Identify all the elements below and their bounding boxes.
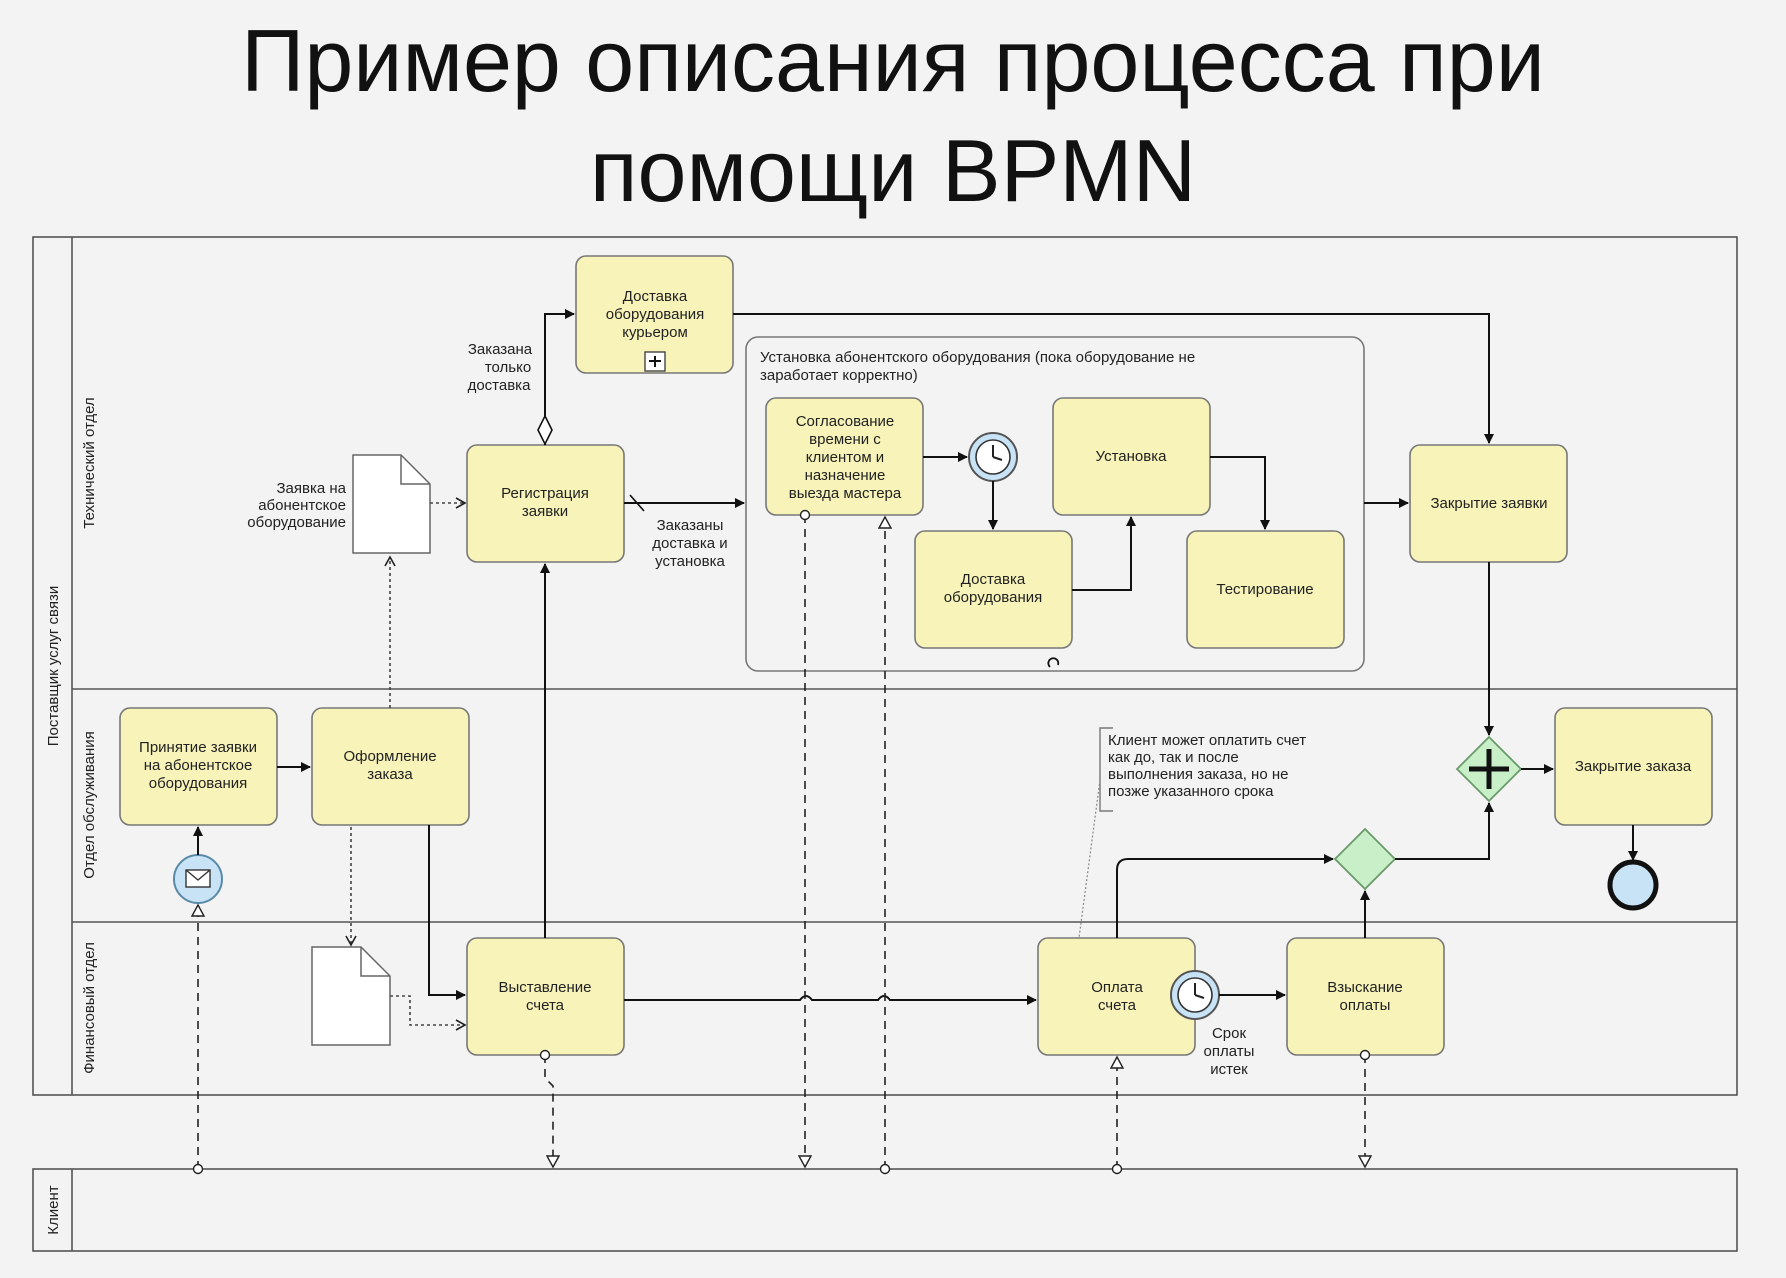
label-deadline-1: Срок [1212,1025,1247,1042]
annotation-line-3: выполнения заказа, но не [1108,766,1288,783]
svg-text:Оформление: Оформление [343,748,436,765]
task-agree[interactable]: Согласование времени с клиентом и назнач… [765,397,924,516]
svg-text:Закрытие заказа: Закрытие заказа [1575,758,1692,775]
doc-label-line-1: Заявка на [276,480,346,497]
label-deadline-2: оплаты [1204,1043,1255,1060]
svg-text:выезда мастера: выезда мастера [789,485,902,502]
doc-label-line-2: абонентское [258,497,346,514]
annotation-line-1: Клиент может оплатить счет [1108,732,1306,749]
task-install[interactable]: Установка [1052,397,1211,516]
svg-text:оборудования: оборудования [944,589,1042,606]
task-accept[interactable]: Принятие заявки на абонентское оборудова… [119,707,278,826]
svg-text:курьером: курьером [622,324,688,341]
label-delivery-install-1: Заказаны [657,517,724,534]
end-event-icon[interactable] [1607,859,1659,911]
svg-text:Регистрация: Регистрация [501,485,589,502]
lane-finance-label: Финансовый отдел [81,942,98,1074]
page-title: Пример описания процесса при помощи BPMN [0,6,1786,226]
subprocess-label-line-1: Установка абонентского оборудования (пок… [760,349,1195,366]
label-deadline-3: истек [1210,1061,1248,1078]
annotation-line-4: позже указанного срока [1108,783,1274,800]
lane-service-label: Отдел обслуживания [81,731,98,879]
document-icon [352,454,431,554]
svg-text:оборудования: оборудования [606,306,704,323]
subprocess-plus-icon [644,351,666,372]
svg-text:оборудования: оборудования [149,775,247,792]
svg-text:Взыскание: Взыскание [1327,979,1402,996]
parallel-gateway-icon[interactable] [1455,735,1523,803]
svg-text:клиентом и: клиентом и [806,449,884,466]
svg-text:счета: счета [1098,997,1137,1014]
svg-text:Тестирование: Тестирование [1216,581,1313,598]
task-collect[interactable]: Взыскание оплаты [1286,937,1445,1056]
label-delivery-install-3: установка [655,553,725,570]
svg-text:Доставка: Доставка [623,288,688,305]
svg-text:назначение: назначение [805,467,886,484]
svg-text:Доставка: Доставка [961,571,1026,588]
svg-text:Принятие заявки: Принятие заявки [139,739,257,756]
provider-pool-label: Поставщик услуг связи [45,586,62,747]
label-only-delivery-3: доставка [468,377,531,394]
task-close-request[interactable]: Закрытие заявки [1409,444,1568,563]
task-close-order[interactable]: Закрытие заказа [1554,707,1713,826]
label-delivery-install-2: доставка и [652,535,727,552]
title-line-2: помощи BPMN [589,121,1197,220]
label-only-delivery-2: только [485,359,531,376]
svg-text:Согласование: Согласование [796,413,895,430]
svg-text:на абонентское: на абонентское [144,757,253,774]
label-only-delivery-1: Заказана [468,341,533,358]
svg-text:оплаты: оплаты [1340,997,1391,1014]
doc-label-line-3: оборудование [247,514,346,531]
lane-tech-label: Технический отдел [81,397,98,528]
title-line-1: Пример описания процесса при [241,11,1545,110]
annotation-bracket [1099,727,1113,812]
svg-text:заказа: заказа [367,766,413,783]
timer-event-icon[interactable] [1170,970,1220,1020]
svg-text:заявки: заявки [522,503,568,520]
task-deliver[interactable]: Доставка оборудования [914,530,1073,649]
svg-text:Выставление: Выставление [498,979,591,996]
svg-text:Оплата: Оплата [1091,979,1143,996]
svg-text:Закрытие заявки: Закрытие заявки [1430,495,1547,512]
message-event-icon[interactable] [173,854,223,904]
task-payment[interactable]: Оплата счета [1037,937,1196,1056]
timer-event-icon[interactable] [968,432,1018,482]
svg-text:счета: счета [526,997,565,1014]
subprocess-label-line-2: заработает корректно) [760,367,918,384]
client-pool-label: Клиент [45,1185,62,1234]
client-pool [32,1168,1738,1252]
task-courier[interactable]: Доставка оборудования курьером [575,255,734,374]
task-register[interactable]: Регистрация заявки [466,444,625,563]
annotation-line-2: как до, так и после [1108,749,1239,766]
document-icon [311,946,391,1046]
loop-marker-icon [1047,657,1060,668]
task-order[interactable]: Оформление заказа [311,707,470,826]
task-test[interactable]: Тестирование [1186,530,1345,649]
svg-text:времени с: времени с [809,431,881,448]
exclusive-gateway-icon[interactable] [1333,827,1397,891]
task-invoice[interactable]: Выставление счета [466,937,625,1056]
svg-text:Установка: Установка [1096,448,1168,465]
